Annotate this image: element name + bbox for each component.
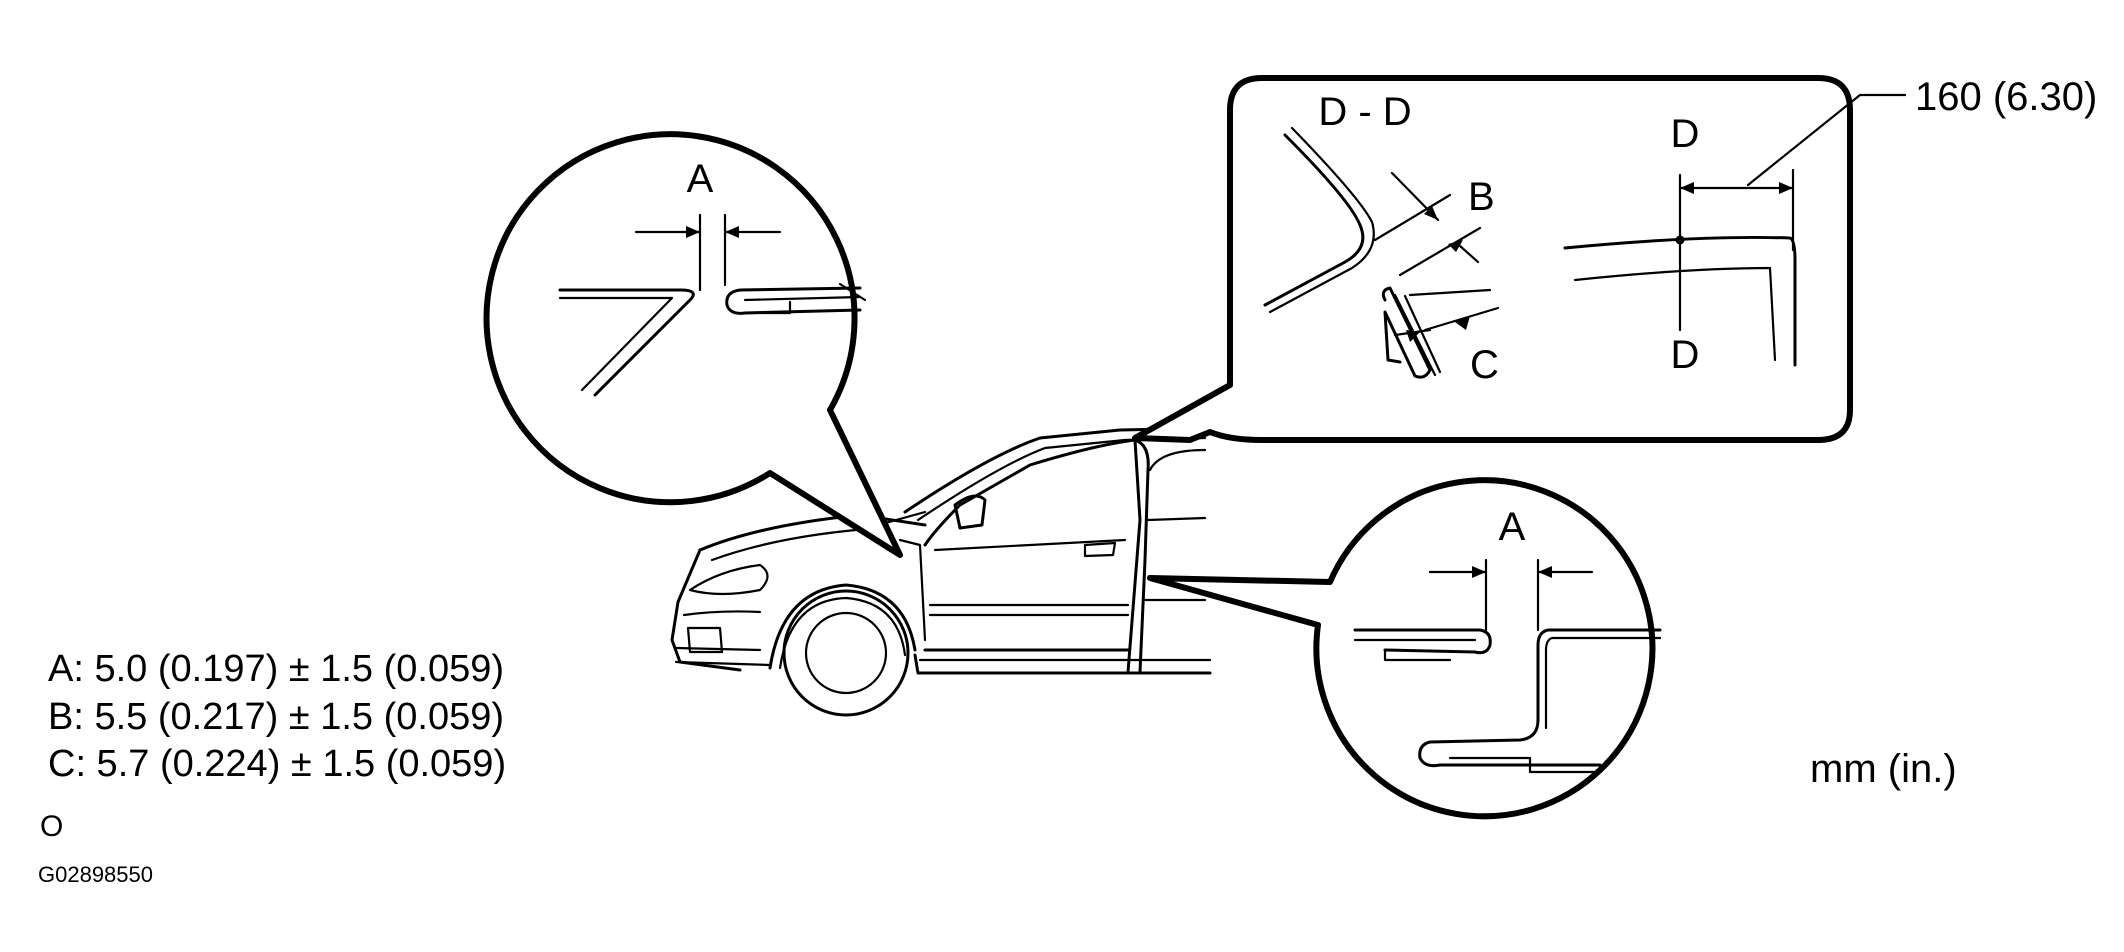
spec-c: C: 5.7 (0.224) ± 1.5 (0.059)	[48, 743, 506, 785]
figure-code: G02898550	[38, 862, 153, 887]
footer-mark: O	[40, 810, 63, 843]
label-b: B	[1468, 175, 1495, 219]
label-d-bottom: D	[1671, 333, 1700, 377]
section-dd-callout	[1132, 75, 1907, 443]
spec-b: B: 5.5 (0.217) ± 1.5 (0.059)	[48, 696, 504, 738]
label-a-right: A	[1499, 505, 1526, 549]
label-a-left: A	[687, 157, 714, 201]
dimension-label: 160 (6.30)	[1915, 75, 2097, 119]
spec-a: A: 5.0 (0.197) ± 1.5 (0.059)	[48, 648, 504, 690]
rear-door-gap-detail-bubble	[1147, 477, 1662, 820]
units-label: mm (in.)	[1810, 747, 1957, 791]
car-illustration	[670, 426, 1212, 717]
label-d-top: D	[1671, 112, 1700, 156]
section-dd-label: D - D	[1318, 90, 1411, 134]
label-c: C	[1470, 343, 1499, 387]
hood-gap-detail-bubble	[483, 131, 903, 558]
